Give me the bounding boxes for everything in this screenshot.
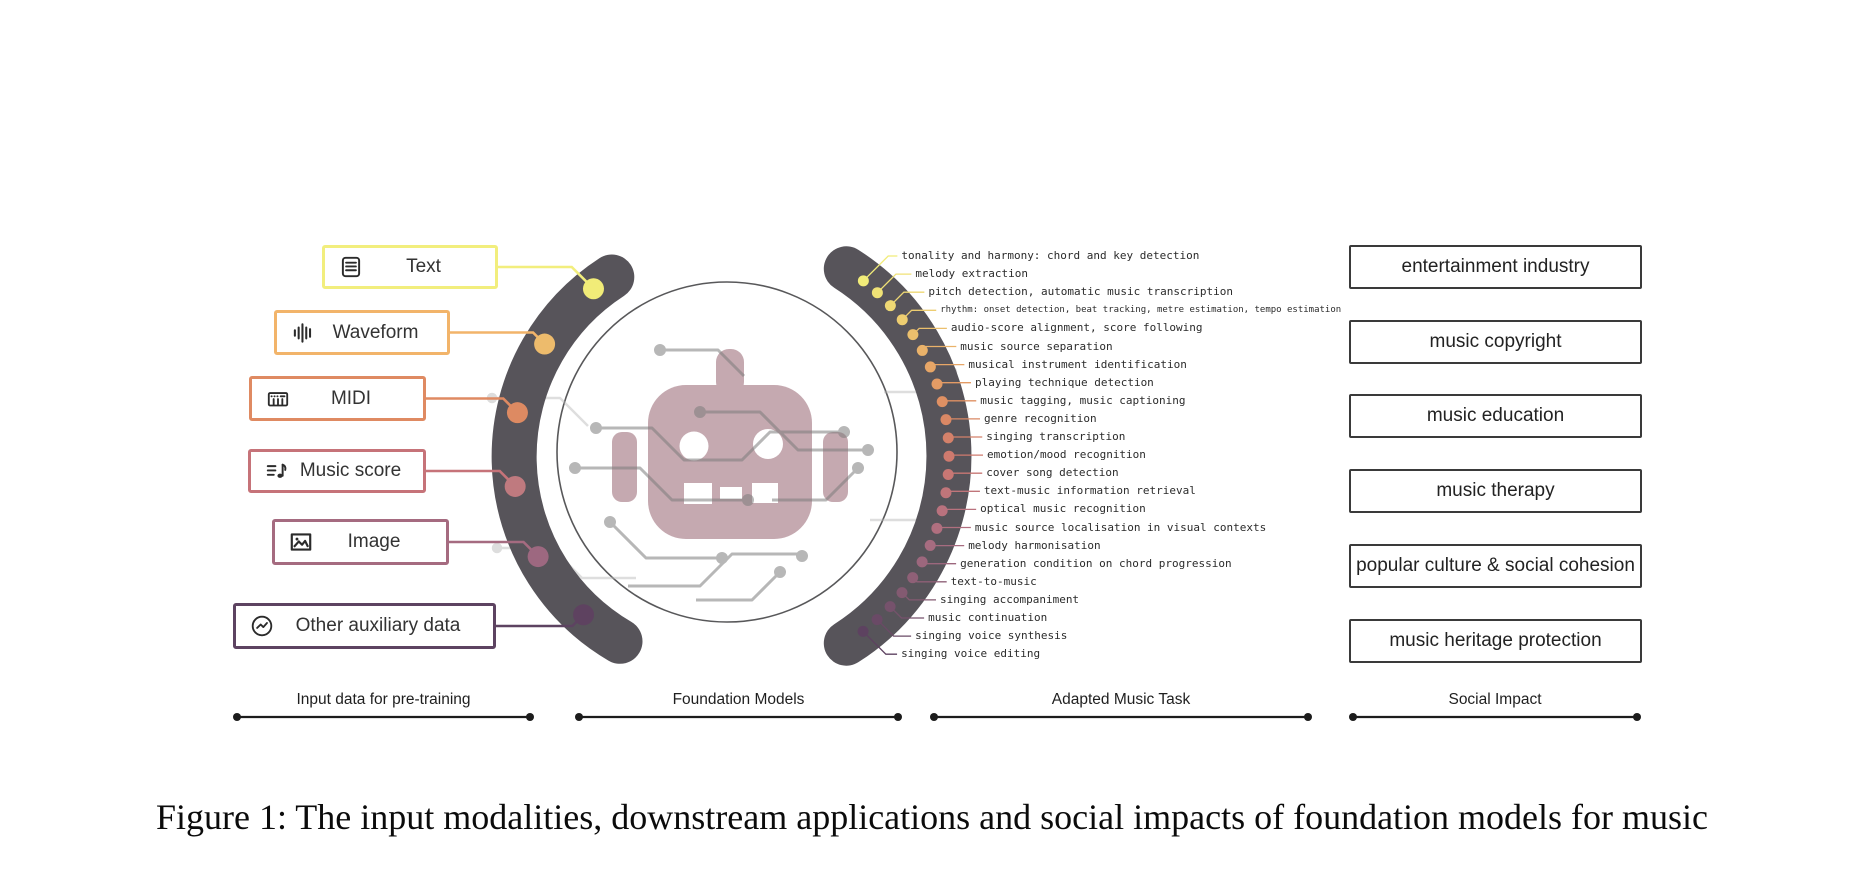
section-label-3: Adapted Music Task: [1051, 691, 1191, 708]
impact-box-music-heritage-protection: music heritage protection: [1349, 619, 1642, 663]
modality-dot: [534, 333, 556, 355]
task-dot: [931, 522, 943, 534]
task-dot: [942, 432, 954, 444]
task-label: singing transcription: [986, 430, 1126, 443]
section-axis-dot: [233, 713, 241, 721]
modality-box-other-auxiliary-data: Other auxiliary data: [233, 603, 496, 649]
task-dot: [907, 572, 919, 584]
task-dot: [871, 614, 883, 626]
waveform-icon: [290, 320, 316, 346]
task-dot: [916, 344, 928, 356]
modality-dot: [582, 278, 604, 300]
task-label: melody extraction: [915, 267, 1028, 281]
task-dot: [940, 414, 952, 426]
modality-label: MIDI: [330, 387, 372, 409]
task-label: rhythm: onset detection, beat tracking, …: [940, 305, 1342, 316]
task-label: pitch detection, automatic music transcr…: [928, 285, 1233, 299]
task-dot: [931, 378, 943, 390]
task-leader: [876, 273, 912, 294]
music-score-icon: [264, 458, 290, 484]
task-label: music continuation: [928, 611, 1048, 624]
section-axis-dot: [930, 713, 938, 721]
modality-box-text: Text: [322, 245, 498, 289]
task-label: generation condition on chord progressio…: [960, 556, 1232, 570]
modality-dot: [506, 402, 528, 424]
modality-dot: [573, 604, 595, 626]
task-label: text-to-music: [950, 574, 1037, 588]
task-label: singing voice editing: [901, 647, 1041, 661]
section-axis-dot: [1349, 713, 1357, 721]
task-dot: [936, 396, 948, 408]
modality-label: Image: [347, 531, 401, 552]
section-label-4: Social Impact: [1448, 691, 1542, 708]
task-label: cover song detection: [986, 466, 1119, 480]
task-dot: [857, 625, 869, 637]
task-dot: [924, 361, 936, 373]
modality-label: Music score: [299, 460, 402, 481]
task-label: genre recognition: [983, 411, 1097, 425]
modality-box-music-score: Music score: [248, 449, 426, 493]
task-dot: [871, 287, 883, 299]
impact-box-music-copyright: music copyright: [1349, 320, 1642, 364]
image-icon: [288, 529, 314, 555]
text-icon: [338, 254, 364, 280]
impact-box-entertainment-industry: entertainment industry: [1349, 245, 1642, 289]
modality-dot: [527, 546, 549, 568]
modality-box-waveform: Waveform: [274, 310, 450, 355]
section-axis-dot: [894, 713, 902, 721]
modality-box-midi: MIDI: [249, 376, 426, 421]
section-label-1: Input data for pre-training: [296, 691, 471, 708]
task-leader: [889, 291, 925, 307]
modality-label: Waveform: [332, 321, 419, 343]
task-leader: [862, 630, 898, 655]
task-leader: [876, 619, 912, 637]
section-axis-dot: [526, 713, 534, 721]
task-label: musical instrument identification: [968, 357, 1187, 371]
task-label: music source localisation in visual cont…: [974, 520, 1267, 534]
task-dot: [907, 329, 919, 341]
task-label: text-music information retrieval: [983, 484, 1196, 498]
impact-box-music-therapy: music therapy: [1349, 469, 1642, 513]
task-label: singing voice synthesis: [915, 629, 1068, 643]
modality-label: Text: [406, 256, 441, 277]
task-label: audio-score alignment, score following: [950, 321, 1203, 335]
task-dot: [884, 300, 896, 312]
task-dot: [936, 505, 948, 517]
task-label: music source separation: [960, 339, 1113, 353]
task-dot: [896, 314, 908, 326]
task-dot: [940, 487, 952, 499]
impact-box-popular-culture-social-cohesion: popular culture & social cohesion: [1349, 544, 1642, 588]
input-arc: [491, 254, 643, 664]
section-axis-dot: [575, 713, 583, 721]
task-leader: [862, 255, 898, 282]
modality-box-image: Image: [272, 519, 449, 565]
section-axis-dot: [1304, 713, 1312, 721]
section-label-2: Foundation Models: [672, 691, 805, 708]
figure-caption: Figure 1: The input modalities, downstre…: [155, 797, 1709, 837]
task-dot: [924, 539, 936, 551]
task-label: playing technique detection: [975, 375, 1154, 389]
task-label: melody harmonisation: [968, 538, 1101, 552]
task-label: optical music recognition: [980, 502, 1146, 516]
task-dot: [857, 275, 869, 287]
modality-label: Other auxiliary data: [295, 615, 461, 636]
task-dot: [943, 450, 955, 462]
task-label: music tagging, music captioning: [980, 393, 1186, 407]
section-axis-dot: [1633, 713, 1641, 721]
chart-icon: [249, 613, 275, 639]
task-label: singing accompaniment: [939, 592, 1080, 606]
midi-icon: [265, 386, 291, 412]
task-dot: [896, 587, 908, 599]
task-label: emotion/mood recognition: [986, 448, 1146, 462]
task-label: tonality and harmony: chord and key dete…: [901, 249, 1200, 262]
task-dot: [916, 556, 928, 568]
circuit-traces: [569, 344, 874, 602]
impact-box-music-education: music education: [1349, 394, 1642, 438]
task-dot: [942, 469, 954, 481]
task-dot: [884, 601, 896, 613]
modality-dot: [504, 475, 526, 497]
